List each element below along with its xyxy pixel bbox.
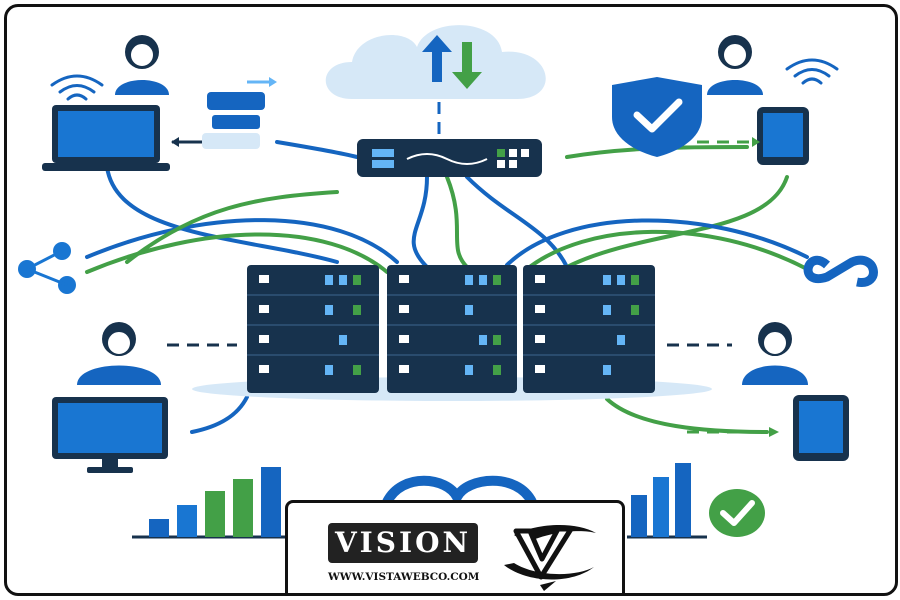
laptop-icon	[42, 105, 170, 171]
server-cluster	[192, 265, 712, 401]
infinity-icon	[382, 475, 537, 509]
connection-lines	[85, 140, 809, 434]
network-switch-icon	[357, 139, 542, 177]
data-sync-icon	[202, 77, 277, 149]
check-circle-icon	[709, 489, 765, 537]
network-illustration	[18, 25, 878, 539]
image-frame: VISION WWW.VISTAWEBCO.COM	[4, 4, 898, 596]
server-rack-icon	[247, 265, 379, 393]
wifi-icon	[50, 74, 104, 101]
infinity-icon	[803, 255, 878, 287]
brand-name: VISION	[328, 523, 478, 563]
headset-user-icon	[77, 322, 161, 385]
tablet-icon	[752, 107, 809, 165]
wifi-icon	[785, 58, 839, 85]
shield-check-icon	[612, 77, 702, 157]
arrow-left-icon	[171, 137, 197, 147]
user-icon	[742, 322, 808, 385]
user-icon	[707, 35, 763, 95]
monitor-icon	[52, 397, 168, 473]
server-rack-icon	[387, 265, 517, 393]
cloud-sync-icon	[325, 25, 546, 99]
dashed-links	[167, 102, 767, 434]
bar-chart-icon	[132, 467, 287, 539]
brand-emblem-icon	[504, 524, 596, 591]
server-rack-icon	[523, 265, 655, 393]
share-icon	[18, 242, 76, 294]
user-icon	[115, 35, 169, 95]
bar-chart-icon	[627, 463, 707, 539]
tablet-icon	[769, 395, 849, 461]
brand-logo: VISION WWW.VISTAWEBCO.COM	[285, 500, 625, 593]
brand-website: WWW.VISTAWEBCO.COM	[328, 571, 480, 583]
